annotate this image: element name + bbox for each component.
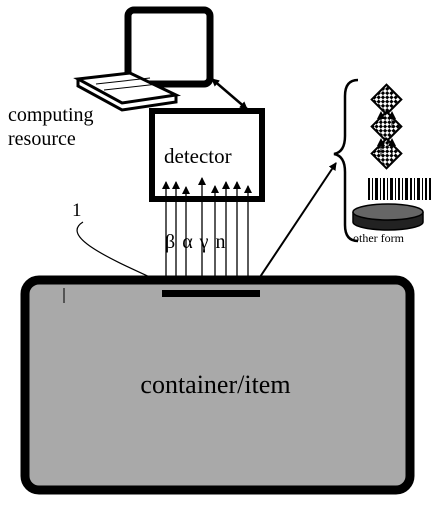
computing-resource-line-1: computing	[8, 104, 94, 126]
detector-label: detector	[164, 144, 232, 168]
curly-brace	[333, 78, 359, 243]
other-forms-arrow	[249, 162, 337, 293]
container-box	[20, 275, 415, 495]
beta-label: β	[165, 231, 177, 253]
2d-code-tag-icon	[370, 83, 403, 170]
computing-resource-label: computing resource	[8, 103, 94, 151]
gamma-label: γ	[199, 231, 210, 253]
marker-reference-label: 1	[72, 200, 82, 221]
other-forms-label: other form	[353, 231, 404, 245]
neutron-label: n	[215, 231, 227, 253]
computing-resource-line-2: resource	[8, 128, 76, 150]
tag-strip	[162, 290, 260, 297]
laptop-computer-icon	[73, 6, 214, 112]
rfid-disc-tag-icon	[352, 203, 424, 231]
detector-box	[149, 108, 265, 202]
link-arrow	[211, 78, 248, 110]
barcode-icon	[368, 178, 431, 200]
radiation-types-label: β α γ n	[165, 230, 227, 254]
container-label: container/item	[140, 370, 291, 399]
marker-leader-line	[76, 221, 153, 279]
alpha-label: α	[182, 231, 194, 253]
